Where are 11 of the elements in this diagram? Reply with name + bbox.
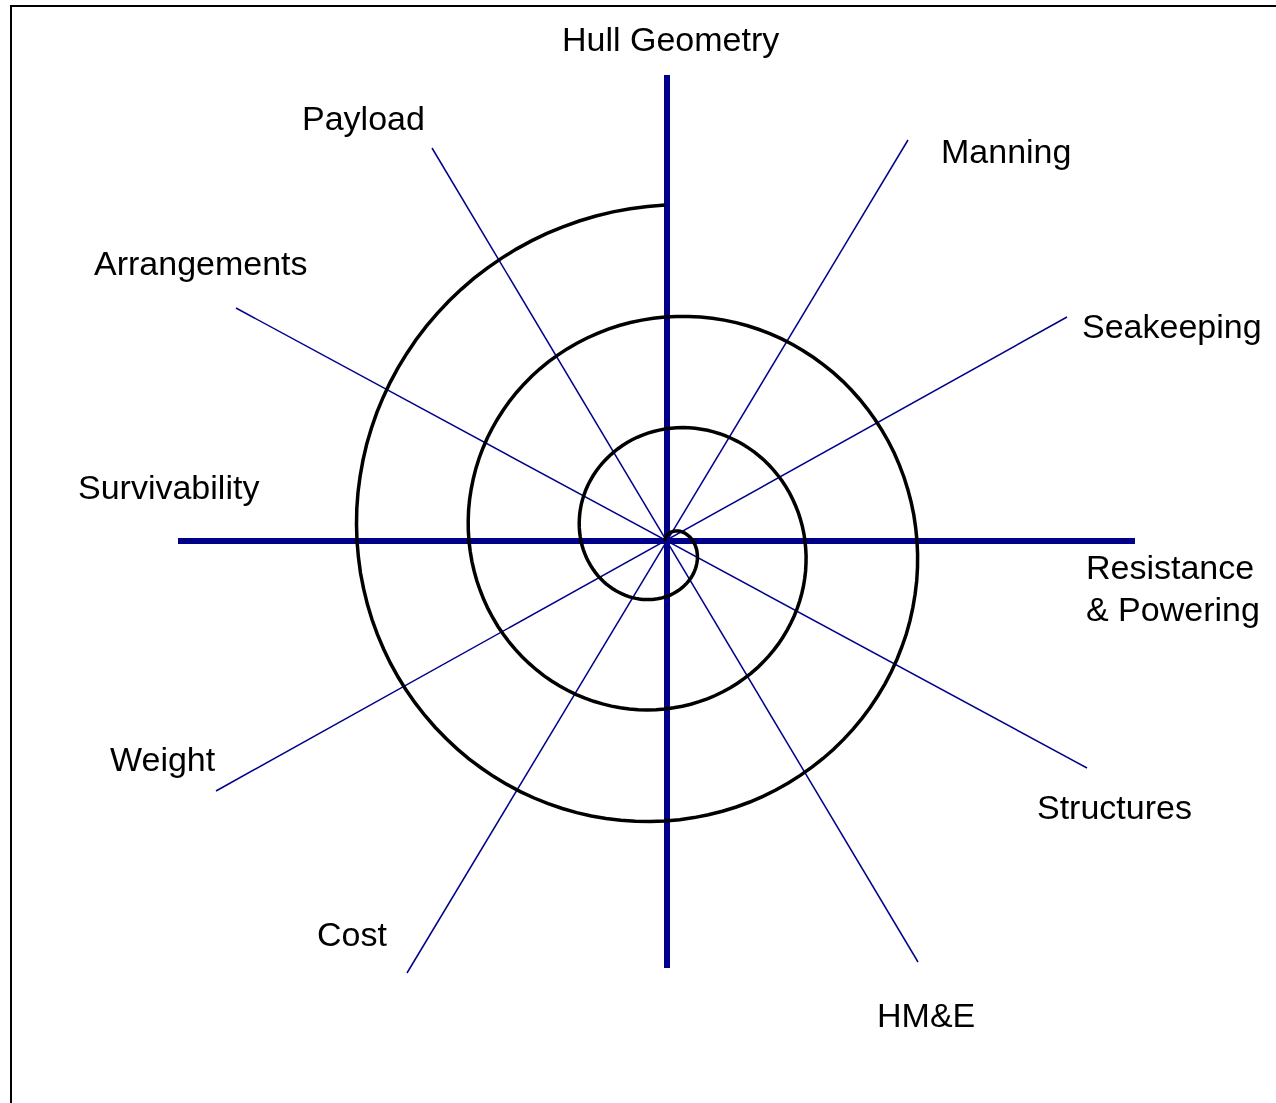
axis-label: Payload bbox=[302, 98, 425, 139]
axis-label: Arrangements bbox=[94, 243, 308, 284]
axis-label: Weight bbox=[110, 739, 216, 780]
axis-label: Structures bbox=[1037, 787, 1192, 828]
axis-label: HM&E bbox=[877, 995, 976, 1036]
axis-label: Manning bbox=[941, 131, 1072, 172]
axis-label: Seakeeping bbox=[1082, 306, 1262, 347]
axis-label: Resistance & Powering bbox=[1086, 547, 1261, 630]
axis-label: Survivability bbox=[78, 467, 260, 508]
axis-label: Cost bbox=[317, 914, 387, 955]
axis-label: Hull Geometry bbox=[562, 19, 780, 60]
